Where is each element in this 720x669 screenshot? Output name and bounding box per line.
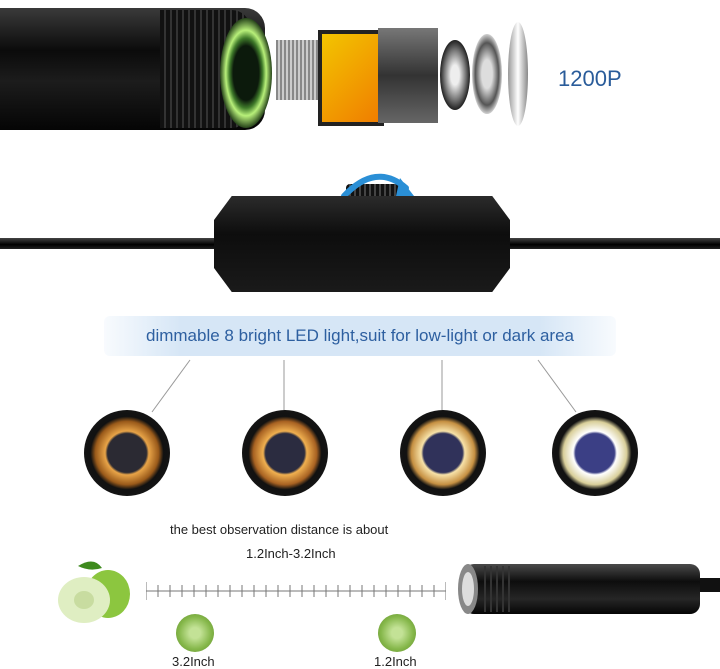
led-info-banner: dimmable 8 bright LED light,suit for low… bbox=[104, 316, 616, 356]
probe-cable-end bbox=[700, 578, 720, 592]
resolution-label: 1200P bbox=[558, 66, 622, 91]
leaf-sample-near bbox=[378, 614, 416, 652]
lens-element-1 bbox=[440, 40, 470, 110]
far-distance-label: 3.2Inch bbox=[172, 654, 215, 669]
observation-caption: the best observation distance is about bbox=[170, 522, 389, 537]
pointer-lines bbox=[151, 359, 577, 413]
near-distance-label: 1.2Inch bbox=[374, 654, 417, 669]
observation-range: 1.2Inch-3.2Inch bbox=[246, 546, 336, 561]
leaf-sample-far bbox=[176, 614, 214, 652]
banner-text: dimmable 8 bright LED light,suit for low… bbox=[145, 326, 575, 345]
rotate-arrow-icon bbox=[341, 173, 414, 199]
lens-housing-image bbox=[378, 28, 438, 123]
dimmer-control-box bbox=[214, 196, 510, 292]
led-brightness-level-4 bbox=[552, 410, 638, 496]
led-brightness-level-3 bbox=[400, 410, 486, 496]
lens-element-2 bbox=[472, 34, 502, 114]
led-brightness-level-2 bbox=[242, 410, 328, 496]
apple-image bbox=[58, 561, 130, 623]
led-lens-ring-image bbox=[220, 18, 272, 128]
ribbon-cable-image bbox=[276, 40, 318, 100]
camera-probe-image bbox=[458, 564, 700, 614]
lens-cover-glass bbox=[508, 22, 528, 126]
distance-scale bbox=[146, 582, 446, 600]
image-sensor-board bbox=[318, 30, 384, 126]
led-brightness-level-1 bbox=[84, 410, 170, 496]
